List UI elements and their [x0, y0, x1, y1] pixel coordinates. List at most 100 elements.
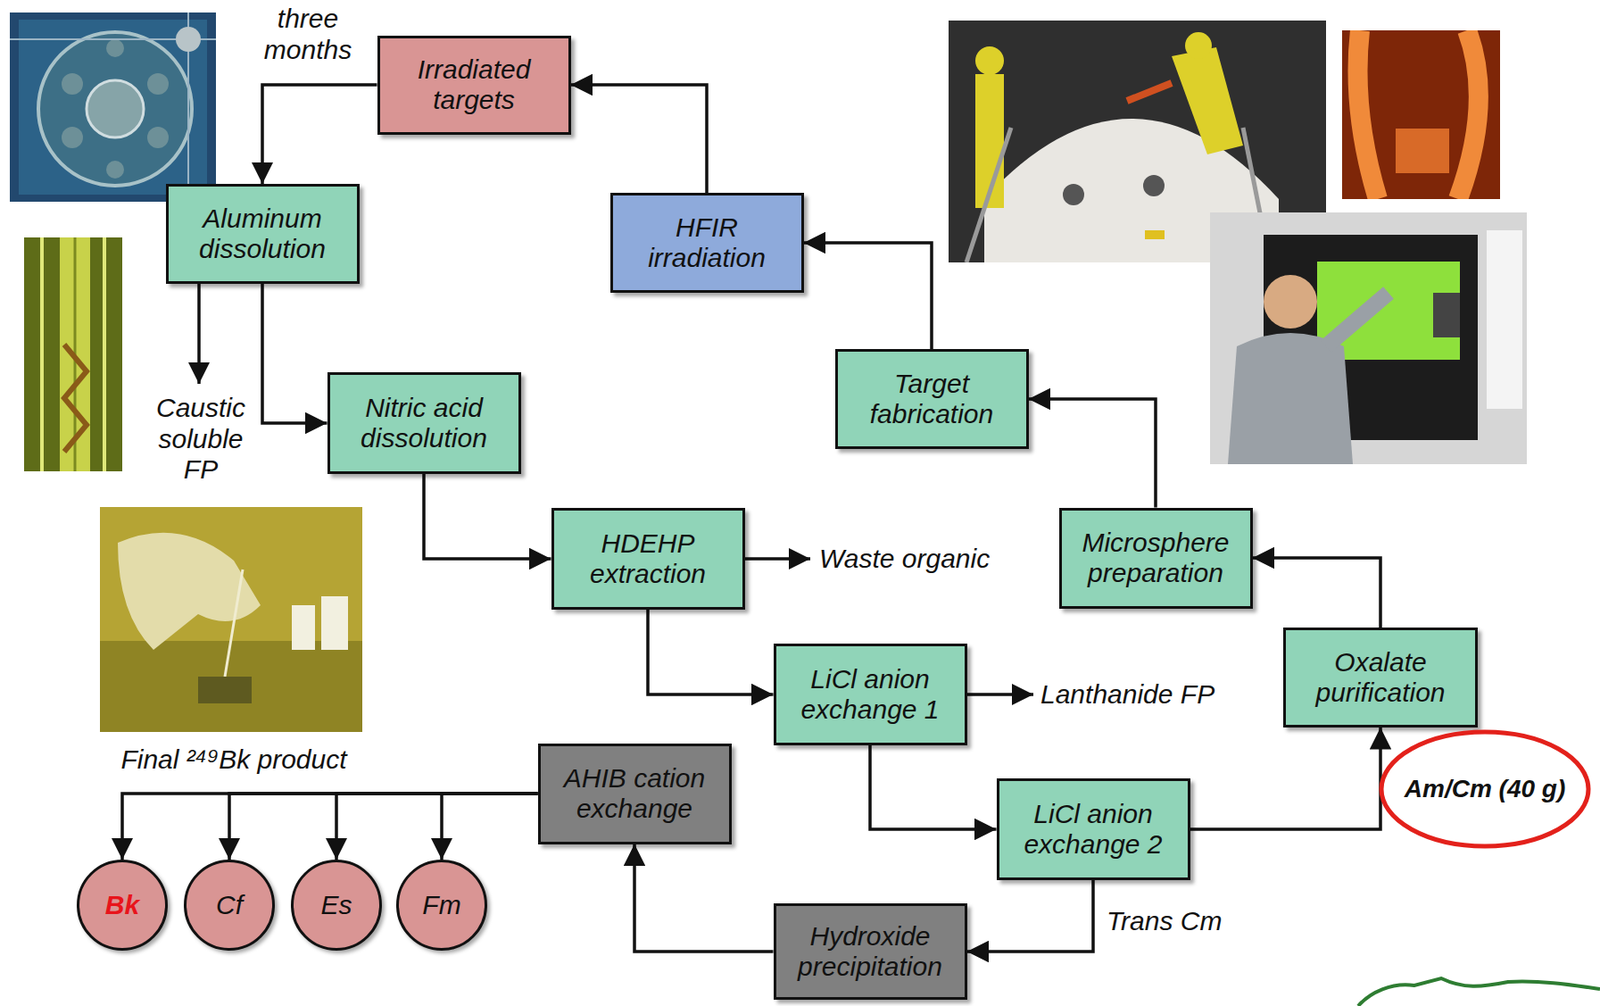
equipment [1395, 128, 1450, 174]
flow-arrow [229, 793, 539, 860]
pipe [102, 237, 107, 472]
process-box: Irradiated targets [377, 35, 572, 135]
holder [198, 676, 252, 704]
target-slot [106, 160, 125, 179]
product-photo [99, 506, 363, 732]
flow-arrow [634, 844, 774, 953]
flow-arrow [804, 242, 933, 349]
node-text: Es [293, 889, 380, 921]
hose [1358, 30, 1379, 199]
flow-arrow [423, 473, 552, 559]
photo-ground [1210, 212, 1527, 465]
worker-head [1185, 32, 1212, 59]
process-box: HDEHP extraction [551, 507, 746, 610]
notice [1486, 230, 1523, 409]
process-box: HFIR irradiation [610, 192, 805, 293]
cask-lug [1062, 183, 1085, 206]
bottle [291, 605, 316, 650]
glovebox-photo [1210, 212, 1527, 465]
target-slot [147, 126, 169, 149]
photo-ground [24, 237, 123, 472]
photo-ground [9, 12, 216, 202]
process-box: Aluminum dissolution [165, 183, 360, 284]
flow-arrow [262, 283, 328, 423]
fixture [175, 26, 201, 52]
highlight-ellipse: Am/Cm (40 g) [1377, 728, 1592, 850]
output-arrow [745, 556, 811, 561]
stream-label: Trans Cm [1106, 905, 1241, 937]
worker [1171, 47, 1244, 155]
hot-cell-photo [1342, 30, 1501, 199]
product-circle: Bk [76, 859, 168, 951]
process-box: AHIB cation exchange [538, 743, 732, 845]
node-text: Aluminum dissolution [179, 203, 347, 266]
flow-arrow [441, 793, 539, 860]
node-text: Nitric acid dissolution [340, 392, 508, 455]
target-slot [106, 39, 125, 58]
manipulator [1433, 292, 1460, 338]
flow-arrow [262, 84, 378, 184]
reactor-core [38, 32, 192, 186]
flow-arrow [122, 793, 539, 860]
logo-outline [1358, 978, 1600, 1006]
waste-stream-label: Lanthanide FP [1040, 679, 1246, 711]
delay-label: three months [252, 3, 364, 66]
flow-arrow [647, 609, 774, 695]
output-arrow [967, 692, 1034, 697]
photo-caption: Final ²⁴⁹Bk product [91, 744, 377, 776]
node-text: Hydroxide precipitation [787, 920, 954, 983]
flow-arrow [870, 745, 997, 830]
node-text: Am/Cm (40 g) [1397, 774, 1573, 804]
process-box: LiCl anion exchange 1 [773, 643, 968, 746]
worker-arm [1127, 82, 1172, 101]
process-box: Nitric acid dissolution [327, 372, 522, 474]
flow-arrow [571, 84, 708, 193]
coil [64, 344, 87, 452]
pipe [40, 237, 44, 472]
person-body [1227, 332, 1353, 465]
node-text: Fm [398, 889, 485, 921]
bench [99, 640, 363, 732]
pool-floor [18, 19, 208, 195]
flow-arrow [1190, 727, 1382, 830]
node-text: Target fabrication [848, 368, 1016, 431]
pipette [224, 569, 243, 677]
photo-ground [99, 506, 363, 732]
product-circle: Fm [396, 859, 488, 951]
core-centre [86, 80, 144, 138]
waste-stream-label: Waste organic [819, 543, 1034, 575]
node-text: Cf [186, 889, 273, 921]
node-text: LiCl anion exchange 1 [787, 663, 954, 726]
product-circle: Cf [183, 859, 275, 951]
node-text: HFIR irradiation [623, 212, 791, 274]
flow-arrow [967, 879, 1095, 952]
output-arrow [197, 283, 201, 384]
column-body [59, 237, 91, 472]
column-photo [24, 237, 123, 472]
node-text: Oxalate purification [1296, 646, 1465, 709]
ellipse-outline [1381, 731, 1589, 846]
node-text: LiCl anion exchange 2 [1010, 798, 1178, 861]
photo-ground [1342, 30, 1501, 199]
flow-arrow [336, 793, 539, 860]
ladder [966, 127, 1012, 263]
node-text: HDEHP extraction [564, 528, 732, 590]
cask-lug [1143, 174, 1165, 197]
process-box: Oxalate purification [1283, 627, 1478, 728]
target-slot [61, 73, 83, 95]
flow-arrow [1252, 557, 1382, 628]
node-text: Irradiated targets [390, 54, 558, 117]
bottle [321, 596, 349, 650]
target-slot [147, 73, 169, 95]
process-box: Target fabrication [835, 348, 1029, 449]
window [1317, 261, 1460, 360]
reactor-photo [9, 12, 216, 202]
product-circle: Es [290, 859, 382, 951]
worker-head [975, 46, 1004, 75]
person-head [1263, 274, 1318, 329]
flow-arrow [1028, 398, 1157, 508]
node-text: Microsphere preparation [1072, 527, 1240, 589]
